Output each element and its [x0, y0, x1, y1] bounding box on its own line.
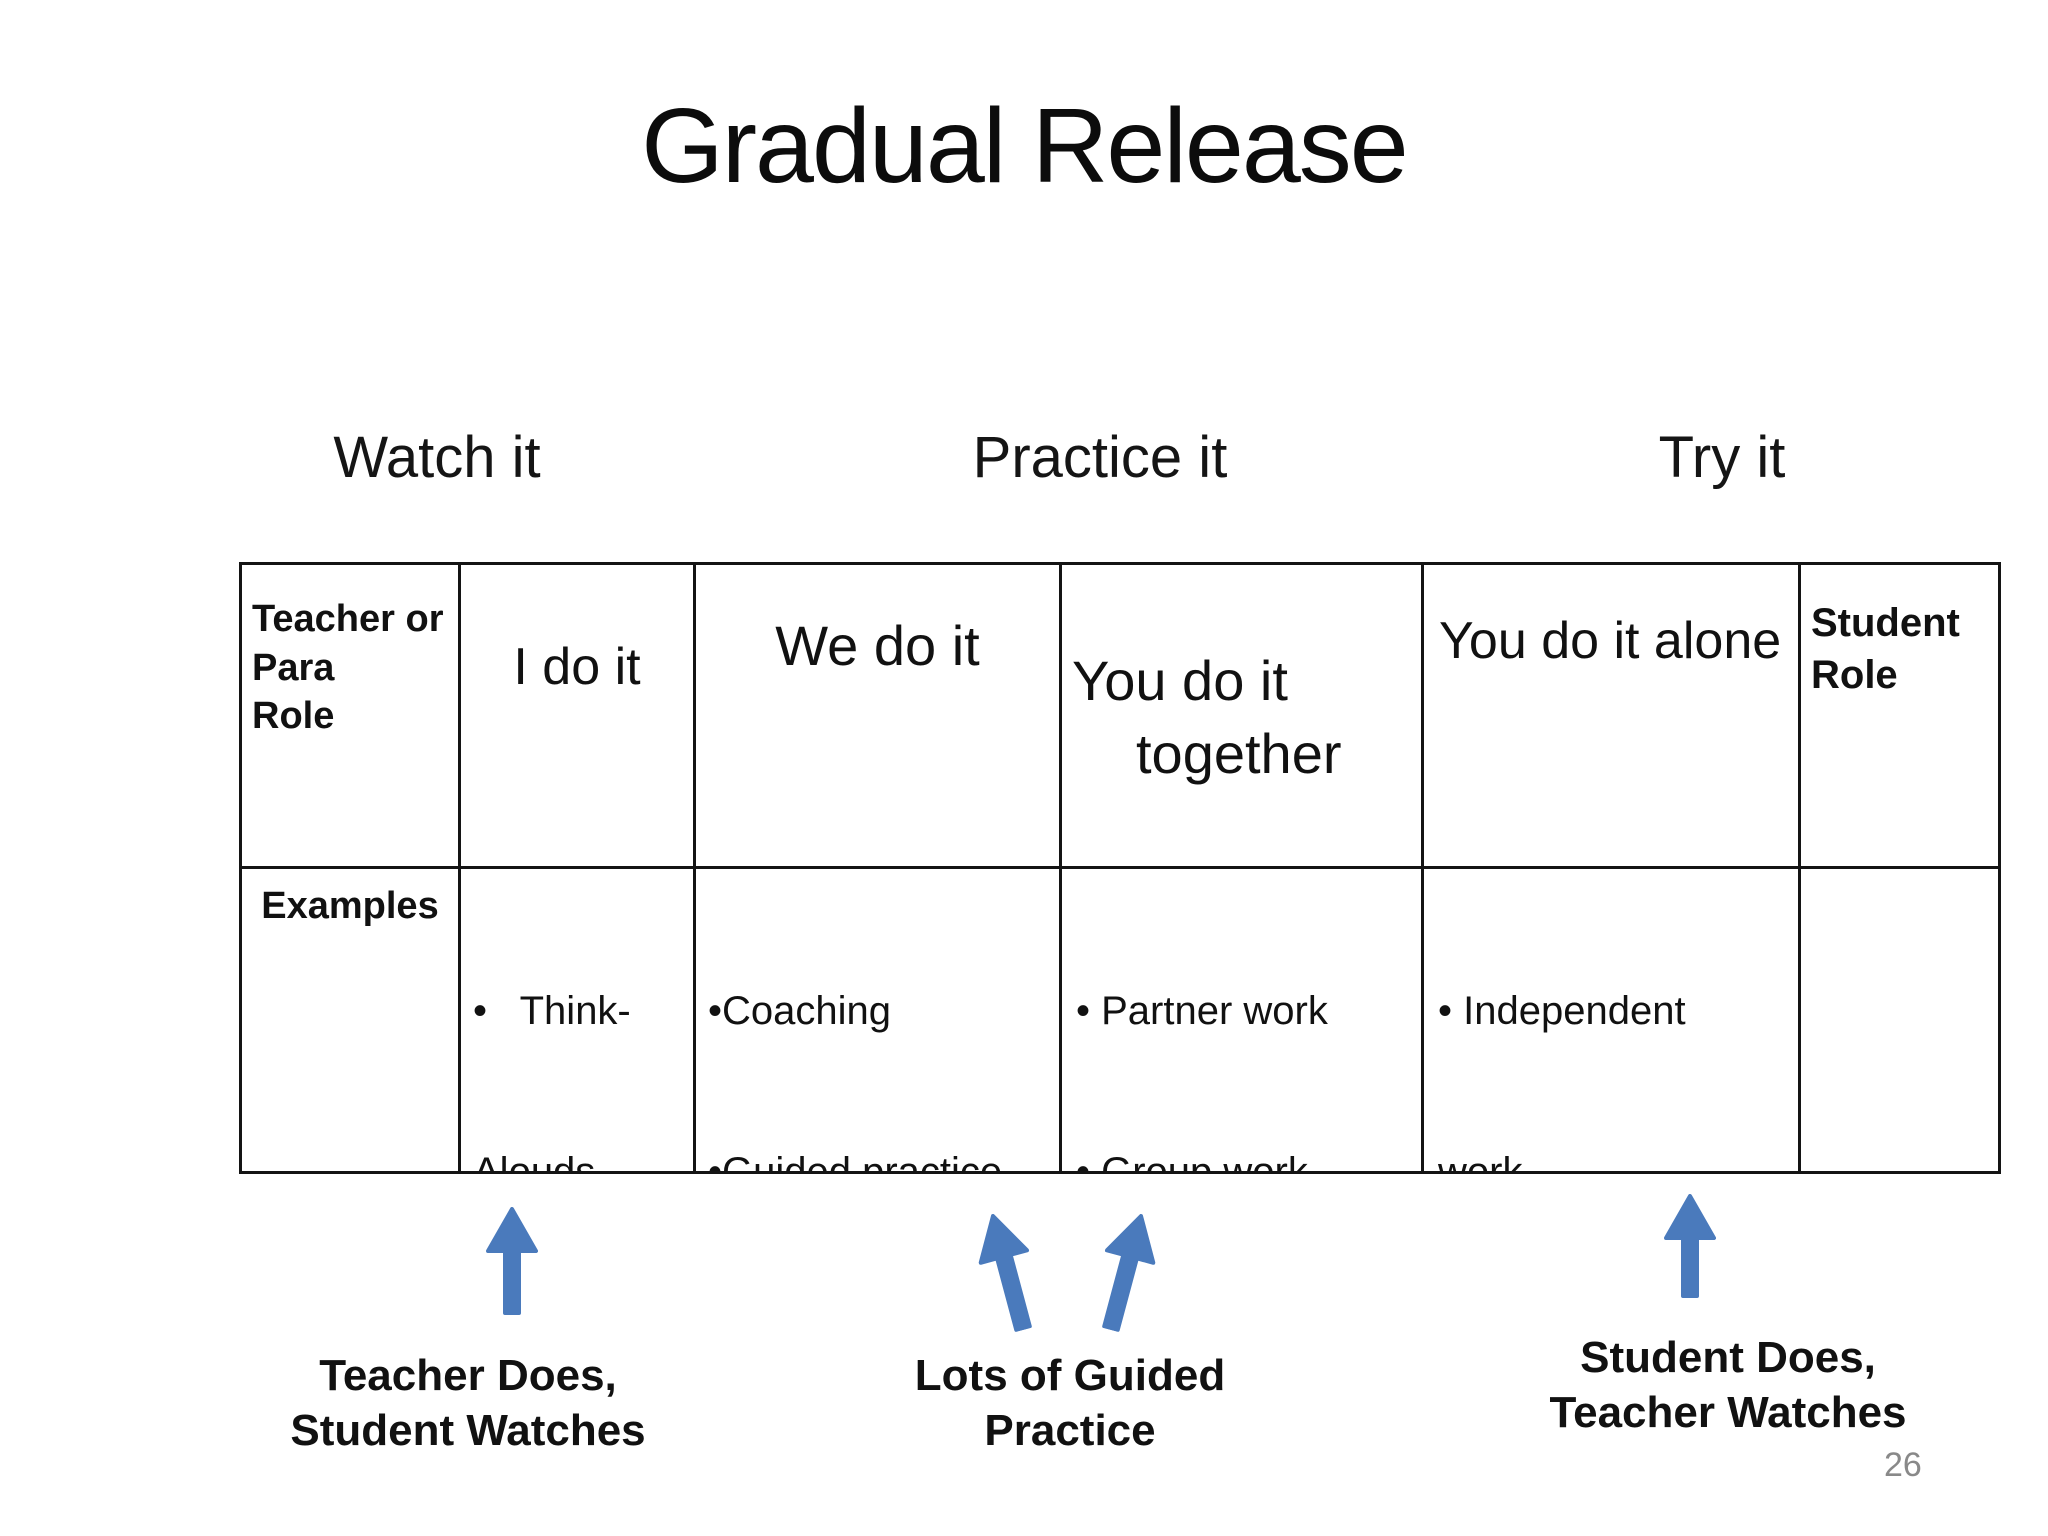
bullet-line: •Coaching — [708, 989, 892, 1034]
examples-label: Examples — [261, 885, 439, 927]
you-do-it-line: together — [1136, 721, 1342, 785]
bullet-line: •Guided practice — [708, 1146, 1055, 1171]
page-number: 26 — [1884, 1446, 1922, 1484]
student-role-line: Role — [1811, 653, 1898, 697]
header-cell-you-do-it-alone: You do it alone — [1424, 565, 1801, 869]
teacher-role-line: Role — [252, 695, 335, 738]
caption-line: Student Watches — [290, 1406, 646, 1456]
header-cell-i-do-it: I do it — [461, 565, 696, 869]
bullet-line: • Think- — [473, 989, 631, 1034]
examples-cell-we-do-it: •Coaching •Guided practice •Small group — [696, 869, 1062, 1171]
teacher-role-line: Teacher or — [252, 598, 444, 640]
we-do-it-label: We do it — [775, 614, 980, 677]
phase-label-watch-it: Watch it — [333, 425, 541, 490]
i-do-it-label: I do it — [513, 638, 641, 696]
you-do-it-line: You do it — [1072, 649, 1288, 712]
bullet-line: • Independent — [1438, 989, 1686, 1034]
you-do-it-alone-label: You do it alone — [1439, 612, 1782, 670]
gradual-release-table: Teacher or Para Role I do it We do it Yo… — [239, 562, 2001, 1174]
header-cell-student-role: Student Role — [1801, 565, 1998, 869]
student-role-line: Student — [1811, 601, 1960, 645]
caption-teacher-does: Teacher Does, Student Watches — [290, 1348, 645, 1459]
header-cell-you-do-it-together: You do it together — [1062, 565, 1424, 869]
examples-cell-i-do-it: • Think- Alouds •Modeling •Demon- strati… — [461, 869, 696, 1171]
header-cell-we-do-it: We do it — [696, 565, 1062, 869]
caption-student-does: Student Does, Teacher Watches — [1549, 1330, 1906, 1441]
phase-label-practice-it: Practice it — [972, 425, 1228, 490]
page-title: Gradual Release — [641, 87, 1408, 205]
examples-cell-student-role-empty — [1801, 869, 1998, 1171]
examples-cell-you-do-it-together: • Partner work • Group work • Prompting — [1062, 869, 1424, 1171]
caption-line: Teacher Does, — [319, 1351, 617, 1400]
caption-line: Teacher Watches — [1549, 1388, 1907, 1438]
examples-row-label-cell: Examples — [242, 869, 461, 1171]
bullet-line: work — [1438, 1146, 1794, 1171]
bullet-line: • Partner work — [1076, 989, 1328, 1034]
phase-label-try-it: Try it — [1658, 425, 1786, 490]
up-arrow-icon-guided-left — [967, 1207, 1048, 1336]
up-arrow-icon-guided-right — [1085, 1207, 1166, 1336]
caption-line: Practice — [984, 1406, 1156, 1456]
bullet-line: • Group work — [1076, 1146, 1417, 1171]
up-arrow-icon-student-does — [1664, 1194, 1716, 1298]
up-arrow-icon-teacher-does — [486, 1207, 538, 1315]
header-cell-teacher-or-para-role: Teacher or Para Role — [242, 565, 461, 869]
caption-line: Student Does, — [1580, 1333, 1876, 1382]
bullet-line: Alouds — [473, 1146, 689, 1171]
examples-cell-you-do-it-alone: • Independent work — [1424, 869, 1801, 1171]
caption-lots-of-guided-practice: Lots of Guided Practice — [915, 1348, 1225, 1459]
teacher-role-line: Para — [252, 646, 335, 689]
caption-line: Lots of Guided — [914, 1351, 1226, 1400]
